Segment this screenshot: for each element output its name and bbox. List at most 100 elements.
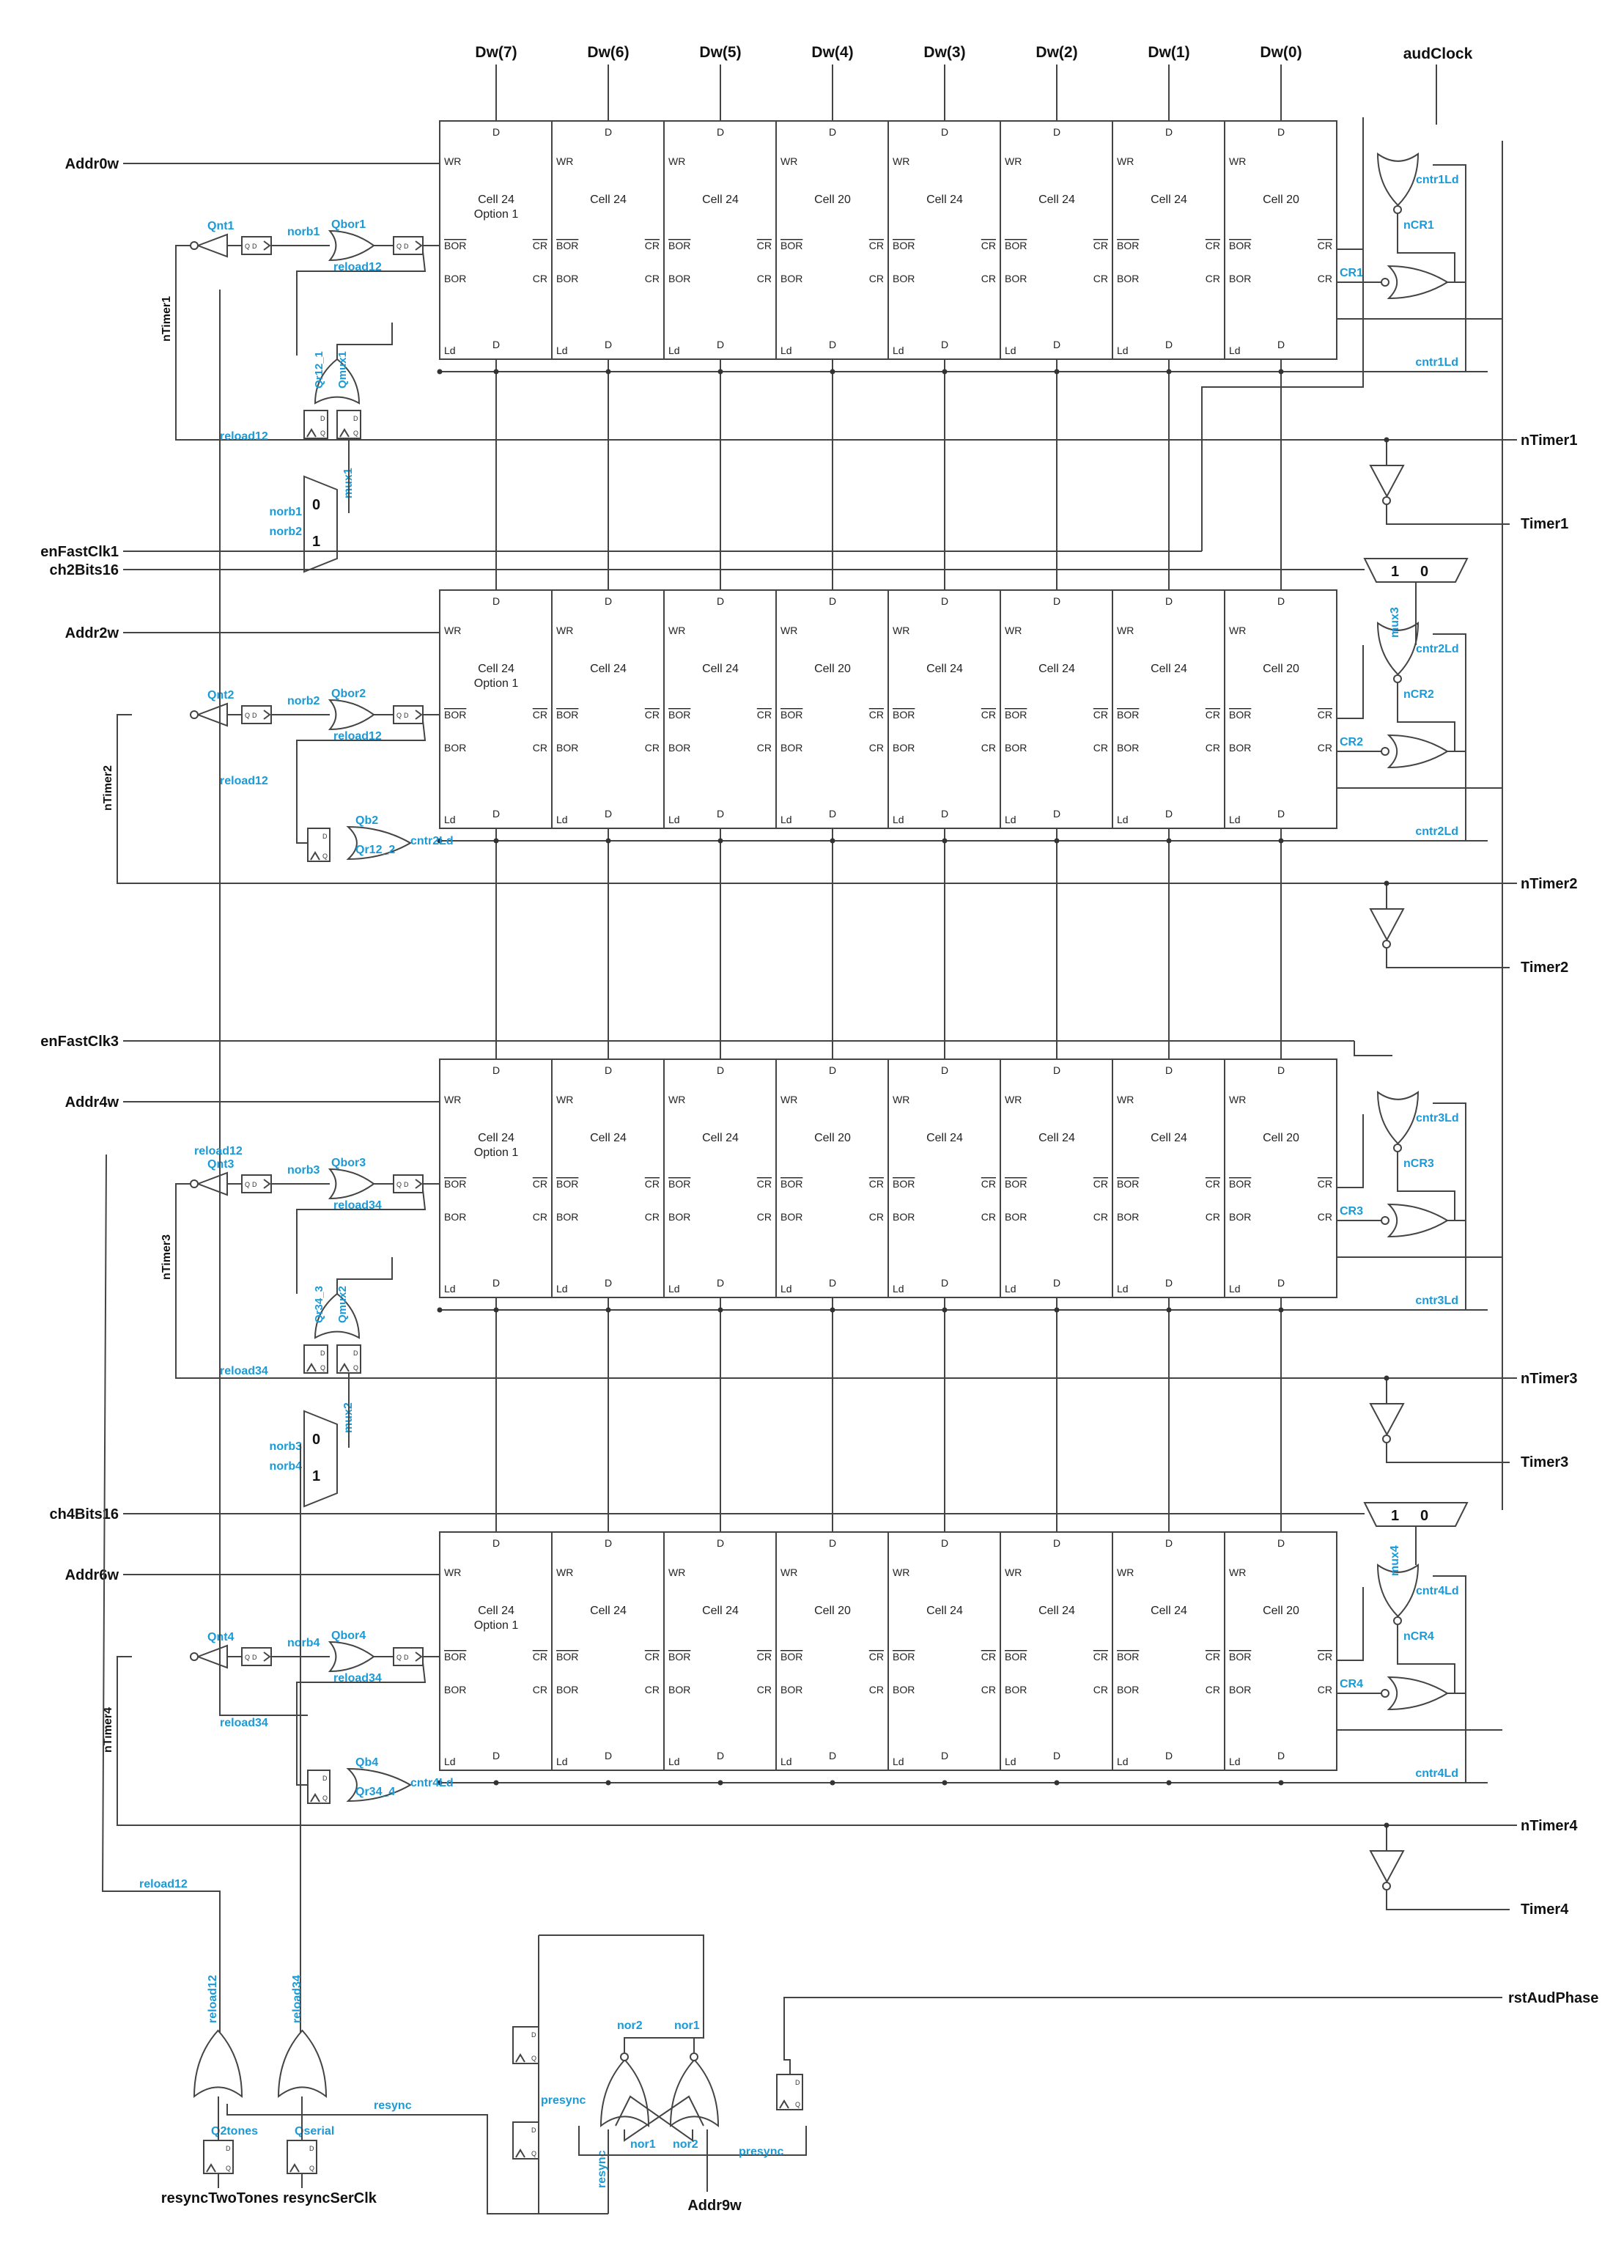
flop-q-pin: Q	[309, 2165, 314, 2172]
wire	[296, 251, 427, 356]
flop-d-pin: D	[795, 2079, 800, 2086]
cell-ld-pin: Ld	[1117, 1756, 1129, 1767]
cell-type: Cell 20	[814, 1605, 851, 1617]
cell-ld-pin: Ld	[1229, 345, 1241, 356]
cell-bor-pin: BOR	[444, 1211, 466, 1223]
cell-bor-pin: BOR	[444, 742, 466, 754]
cell-cr-bar-pin: CR	[869, 240, 884, 251]
cell-type: Cell 24	[478, 1132, 514, 1144]
cell-wr-pin: WR	[556, 1566, 573, 1578]
cell-bor-bar-pin: BOR	[444, 1178, 466, 1190]
cell-cr-pin: CR	[1093, 1684, 1108, 1696]
junction-dot	[605, 1307, 611, 1313]
cell-cr-pin: CR	[1318, 273, 1332, 284]
cell-type: Cell 24	[590, 1605, 627, 1617]
inverter-bubble	[1393, 205, 1402, 214]
qbor-flop-2	[393, 705, 424, 724]
qb-label-4: Qb4	[355, 1756, 378, 1769]
cell-ld-pin: Ld	[893, 814, 904, 825]
cell-d-pin: D	[829, 1064, 836, 1076]
cell-bor-bar-pin: BOR	[668, 1178, 690, 1190]
clock-mark	[515, 2149, 525, 2158]
wire	[101, 1154, 221, 2074]
cell-cr-pin: CR	[757, 1684, 772, 1696]
cell-d-pin: D	[1277, 1537, 1285, 1549]
data-input-dw-6: Dw(6)	[587, 44, 629, 61]
cell-cr-bar-pin: CR	[869, 1178, 884, 1190]
cell-wr-pin: WR	[668, 155, 685, 167]
flop-q-pin: Q	[245, 243, 250, 250]
cell-d-out-pin: D	[1277, 339, 1285, 350]
cell-d-out-pin: D	[717, 808, 724, 820]
cell-bor-bar-pin: BOR	[444, 240, 466, 251]
cell-wr-pin: WR	[668, 625, 685, 636]
wire	[615, 2095, 693, 2142]
qr-or-gate	[314, 1292, 361, 1339]
junction-dot	[437, 1780, 443, 1786]
cell-bor-pin: BOR	[668, 1684, 690, 1696]
qmux-flop	[336, 410, 361, 439]
junction-dot	[717, 369, 723, 375]
clock-mark	[263, 240, 271, 251]
cell-cr-pin: CR	[1206, 273, 1220, 284]
inverter-bubble	[190, 710, 199, 719]
ncr-label-1: nCR1	[1403, 219, 1434, 232]
timer-inverter-2	[1369, 908, 1405, 942]
junction-dot	[1278, 1307, 1284, 1313]
cell-d-out-pin: D	[605, 339, 612, 350]
cell-d-pin: D	[1165, 1537, 1173, 1549]
cr-label-4: CR4	[1340, 1678, 1363, 1690]
cell-wr-pin: WR	[1229, 1566, 1246, 1578]
ncr-label-4: nCR4	[1403, 1630, 1434, 1643]
cell-cr-pin: CR	[533, 1684, 547, 1696]
cell-ld-pin: Ld	[1229, 1283, 1241, 1295]
mux-norb-b: norb2	[270, 526, 303, 538]
cell-d-pin: D	[1053, 1064, 1060, 1076]
ncr-gate-1	[1376, 152, 1420, 207]
cntr-ld-top-3: cntr3Ld	[1416, 1112, 1459, 1124]
cell-d-out-pin: D	[717, 1750, 724, 1761]
flop-d-pin: D	[252, 1181, 257, 1188]
flop-d-pin: D	[320, 1350, 325, 1357]
wire	[1397, 1625, 1455, 1693]
cell-cr-bar-pin: CR	[1318, 1651, 1332, 1663]
cell-type: Cell 24	[478, 194, 514, 206]
addr-input-3: Addr4w	[65, 1094, 119, 1111]
nor1-label-top: nor1	[674, 2020, 700, 2032]
cell-wr-pin: WR	[1005, 625, 1022, 636]
wire	[624, 2095, 704, 2142]
wire	[1397, 1152, 1455, 1220]
ch4-mux-one: 1	[1391, 1508, 1399, 1524]
reload-label-1: reload12	[333, 261, 382, 273]
cell-cr-pin: CR	[757, 742, 772, 754]
cell-ld-pin: Ld	[444, 1283, 456, 1295]
inverter-bubble	[190, 241, 199, 250]
cell-cr-bar-pin: CR	[1318, 709, 1332, 721]
ntimer-vertical-2: nTimer2	[102, 765, 114, 811]
wire	[1337, 1587, 1364, 1661]
cell-bor-bar-pin: BOR	[1117, 1178, 1139, 1190]
cell-d-out-pin: D	[492, 339, 500, 350]
cell-bor-bar-pin: BOR	[893, 1651, 915, 1663]
cr-gate-1	[1387, 265, 1449, 300]
cell-bor-pin: BOR	[444, 273, 466, 284]
clock-mark	[310, 1793, 320, 1803]
cell-wr-pin: WR	[556, 155, 573, 167]
junction-dot	[830, 1780, 835, 1786]
wire	[1386, 505, 1510, 525]
cell-cr-pin: CR	[757, 273, 772, 284]
ch4bits16-input: ch4Bits16	[50, 1506, 119, 1523]
cell-type: Cell 24	[1151, 1605, 1187, 1617]
cell-cr-bar-pin: CR	[981, 240, 996, 251]
cell-wr-pin: WR	[556, 625, 573, 636]
flop-d-pin: D	[322, 1775, 328, 1782]
junction-dot	[830, 1307, 835, 1313]
cell-bor-pin: BOR	[668, 742, 690, 754]
cell-bor-pin: BOR	[1005, 1684, 1027, 1696]
cell-cr-bar-pin: CR	[757, 240, 772, 251]
cell-wr-pin: WR	[893, 625, 909, 636]
data-input-dw-7: Dw(7)	[475, 44, 517, 61]
cell-type: Cell 24	[478, 1605, 514, 1617]
nor2-gate	[599, 2058, 650, 2128]
flop-d-pin: D	[404, 1654, 409, 1661]
